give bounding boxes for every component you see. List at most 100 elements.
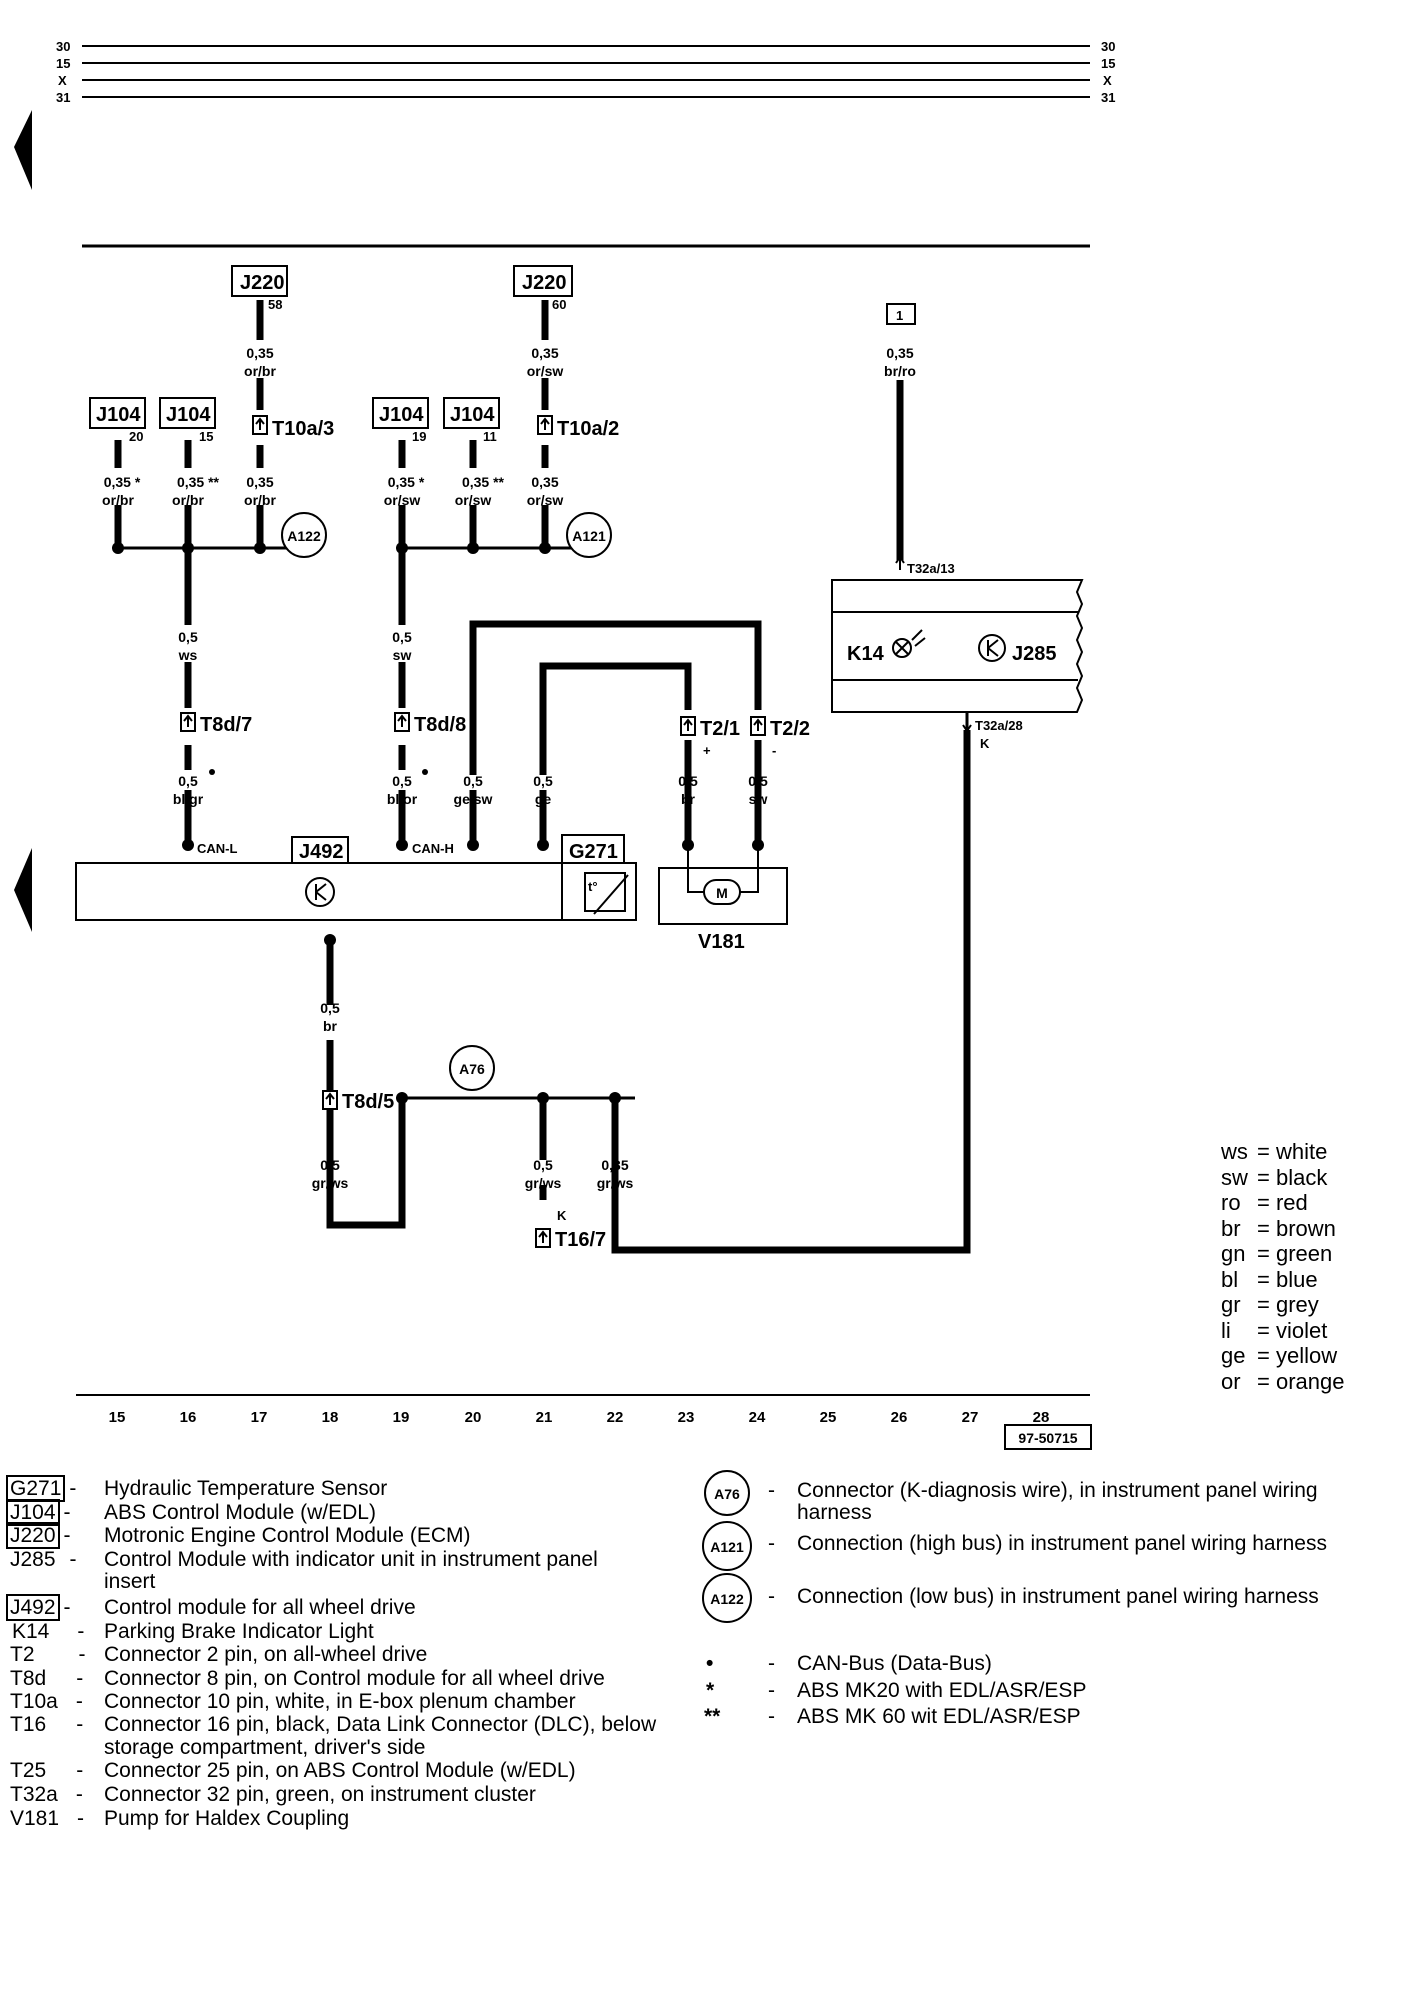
j104-box-d[interactable]: J104 11 — [443, 397, 500, 444]
svg-text:22: 22 — [607, 1409, 624, 1426]
legend-text-double-star: ABS MK 60 wit EDL/ASR/ESP — [797, 1705, 1081, 1728]
svg-text:0,35: 0,35 — [246, 345, 273, 361]
k14-code: K14 — [847, 643, 885, 665]
svg-text:0,35 **: 0,35 ** — [462, 474, 505, 490]
parking-brake-lamp-icon — [892, 629, 926, 658]
v181-code: V181 — [698, 931, 745, 953]
j220-box-b[interactable]: J220 60 — [513, 265, 573, 312]
svg-text:0,5: 0,5 — [320, 1157, 340, 1173]
legend-text-j285-cont: insert — [104, 1570, 156, 1593]
t10a3-label: T10a/3 — [272, 418, 334, 440]
legend-text-g271: Hydraulic Temperature Sensor — [104, 1477, 388, 1500]
t22-minus: - — [772, 743, 776, 758]
legend-text-j492: Control module for all wheel drive — [104, 1596, 416, 1619]
svg-text:0,5: 0,5 — [392, 629, 412, 645]
connection-a121[interactable]: A121 — [566, 512, 612, 558]
svg-text:0,35 *: 0,35 * — [104, 474, 141, 490]
svg-text:or/sw: or/sw — [527, 492, 564, 508]
svg-text:17: 17 — [251, 1409, 268, 1426]
legend-row-t32a: T32a- — [10, 1783, 83, 1806]
can-h-label: CAN-H — [412, 841, 454, 856]
svg-text:0,35 *: 0,35 * — [388, 474, 425, 490]
legend-a122-circle: A122 — [702, 1573, 752, 1623]
previous-page-arrow-icon[interactable] — [14, 110, 32, 190]
t32a28-label: T32a/28 — [975, 718, 1023, 733]
svg-text:A121: A121 — [572, 528, 606, 544]
svg-text:M: M — [716, 885, 728, 901]
t167-label: T16/7 — [555, 1229, 606, 1251]
bus-label-30-left: 30 — [56, 39, 70, 54]
svg-text:16: 16 — [180, 1409, 197, 1426]
legend-row-j285: J285- — [10, 1548, 77, 1571]
legend-text-t32a: Connector 32 pin, green, on instrument c… — [104, 1783, 536, 1806]
svg-text:0,35: 0,35 — [601, 1157, 628, 1173]
j285-transistor-icon — [978, 634, 1006, 662]
legend-a121-circle: A121 — [702, 1521, 752, 1571]
legend-row-g271: G271- — [6, 1475, 76, 1502]
legend-row-t2: T2- — [10, 1643, 86, 1666]
svg-text:0,5: 0,5 — [178, 773, 198, 789]
motor-icon: M — [703, 879, 741, 905]
j104-d-code: J104 — [450, 404, 495, 426]
t32a13-label: T32a/13 — [907, 561, 955, 576]
svg-text:0,35: 0,35 — [531, 345, 558, 361]
j104-box-a[interactable]: J104 20 — [89, 397, 146, 444]
t21-label: T2/1 — [700, 718, 740, 740]
bus-label-15-right: 15 — [1101, 56, 1115, 71]
svg-text:bl/gr: bl/gr — [173, 791, 204, 807]
can-l-label: CAN-L — [197, 841, 237, 856]
j104-box-b[interactable]: J104 15 — [159, 397, 216, 444]
svg-text:23: 23 — [678, 1409, 695, 1426]
previous-page-arrow-icon-lower[interactable] — [14, 848, 32, 932]
connector-arrows — [183, 417, 763, 1243]
svg-text:br: br — [323, 1018, 338, 1034]
j492-module[interactable]: t° — [75, 862, 637, 921]
svg-text:19: 19 — [393, 1409, 410, 1426]
svg-text:18: 18 — [322, 1409, 339, 1426]
t22-label: T2/2 — [770, 718, 810, 740]
svg-text:0,35 **: 0,35 ** — [177, 474, 220, 490]
legend-text-t10a: Connector 10 pin, white, in E-box plenum… — [104, 1690, 576, 1713]
legend-row-j220: J220- — [6, 1522, 71, 1549]
instrument-cluster-block[interactable]: K14 J285 — [831, 579, 1084, 713]
legend-text-t25: Connector 25 pin, on ABS Control Module … — [104, 1759, 576, 1782]
connection-a122[interactable]: A122 — [281, 512, 327, 558]
svg-text:t°: t° — [588, 879, 598, 894]
legend-dash-a122: - — [768, 1585, 775, 1608]
svg-text:A121: A121 — [710, 1539, 744, 1555]
legend-row-t10a: T10a- — [10, 1690, 83, 1713]
bus-label-31-right: 31 — [1101, 90, 1115, 105]
connection-a76[interactable]: A76 — [449, 1045, 495, 1091]
svg-text:A122: A122 — [710, 1591, 744, 1607]
t32a13-arrow-icon — [895, 555, 905, 570]
legend-text-t16-cont: storage compartment, driver's side — [104, 1736, 426, 1759]
k-mark-t32a: K — [980, 736, 990, 751]
legend-row-t16: T16- — [10, 1713, 84, 1736]
legend-text-v181: Pump for Haldex Coupling — [104, 1807, 350, 1830]
j220-box-a[interactable]: J220 58 — [231, 265, 288, 312]
color-key-row: ge= yellow — [1221, 1343, 1338, 1368]
t32a28-arrow-icon — [962, 718, 972, 733]
j104-a-code: J104 — [96, 404, 141, 426]
svg-text:bl/or: bl/or — [387, 791, 418, 807]
legend-dash-can: - — [768, 1652, 775, 1675]
bus-line-labels: 30 15 X 31 30 15 X 31 — [56, 39, 1115, 105]
legend-row-t8d: T8d- — [10, 1667, 84, 1690]
j104-box-c[interactable]: J104 19 — [372, 397, 429, 444]
t8d8-label: T8d/8 — [414, 714, 466, 736]
j220-a-code: J220 — [240, 272, 285, 294]
g271-label-box: G271 — [561, 834, 625, 864]
v181-pump[interactable]: M V181 — [658, 845, 788, 953]
j104-b-pin: 15 — [199, 429, 213, 444]
svg-text:gr/ws: gr/ws — [312, 1175, 349, 1191]
legend-row-k14: K14- — [12, 1620, 85, 1643]
legend-text-j220: Motronic Engine Control Module (ECM) — [104, 1524, 471, 1547]
fuse-1-box[interactable]: 1 — [886, 303, 916, 325]
legend-dash-a121: - — [768, 1532, 775, 1555]
svg-text:25: 25 — [820, 1409, 837, 1426]
legend-text-t16: Connector 16 pin, black, Data Link Conne… — [104, 1713, 657, 1736]
legend-text-a122: Connection (low bus) in instrument panel… — [797, 1585, 1319, 1608]
svg-text:or/br: or/br — [244, 363, 276, 379]
svg-text:br: br — [681, 791, 696, 807]
